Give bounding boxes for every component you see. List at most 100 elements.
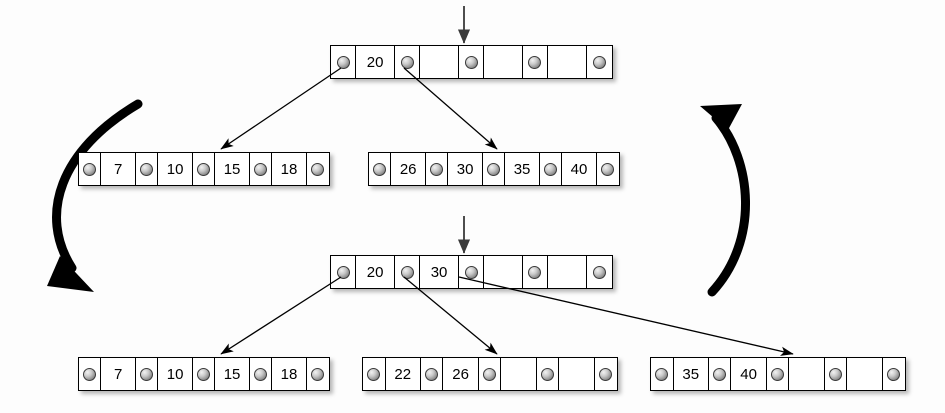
pointer-cell[interactable] <box>536 358 560 390</box>
pointer-cell[interactable] <box>458 256 485 288</box>
pointer-cell[interactable] <box>79 358 102 390</box>
key-cell[interactable]: 30 <box>420 256 459 288</box>
pointer-cell[interactable] <box>331 256 357 288</box>
pointer-dot-icon <box>487 162 501 176</box>
pointer-cell[interactable] <box>522 256 549 288</box>
flow-curve-left <box>47 99 143 292</box>
key-cell[interactable]: 18 <box>272 358 307 390</box>
pointer-cell[interactable] <box>135 153 159 185</box>
pointer-cell[interactable] <box>369 153 392 185</box>
pointer-cell[interactable] <box>824 358 848 390</box>
pointer-cell[interactable] <box>708 358 732 390</box>
key-cell[interactable]: 15 <box>215 153 250 185</box>
pointer-cell[interactable] <box>249 358 273 390</box>
key-cell[interactable]: 20 <box>356 46 395 78</box>
key-cell[interactable]: 10 <box>158 153 193 185</box>
root-node-before[interactable]: 20 <box>330 45 613 79</box>
key-cell[interactable] <box>484 256 523 288</box>
key-cell[interactable]: 35 <box>673 358 709 390</box>
pointer-dot-icon <box>430 162 444 176</box>
pointer-cell[interactable] <box>478 358 502 390</box>
key-cell[interactable]: 30 <box>448 153 483 185</box>
pointer-cell[interactable] <box>651 358 674 390</box>
key-cell[interactable] <box>559 358 595 390</box>
pointer-cell[interactable] <box>586 256 612 288</box>
pointer-cell[interactable] <box>306 358 329 390</box>
pointer-cell[interactable] <box>79 153 102 185</box>
pointer-dot-icon <box>771 367 785 381</box>
leaf-node-before-left[interactable]: 7 10 15 18 <box>78 152 330 186</box>
pointer-cell[interactable] <box>394 256 421 288</box>
child-arrow-before-1 <box>220 67 342 150</box>
pointer-dot-icon <box>197 367 211 381</box>
pointer-dot-icon <box>311 162 325 176</box>
key-cell[interactable] <box>847 358 883 390</box>
pointer-dot-icon <box>601 162 615 176</box>
key-cell[interactable] <box>548 46 587 78</box>
pointer-cell[interactable] <box>458 46 485 78</box>
pointer-dot-icon <box>253 367 267 381</box>
key-cell[interactable]: 26 <box>391 153 426 185</box>
pointer-cell[interactable] <box>425 153 449 185</box>
pointer-dot-icon <box>543 162 557 176</box>
key-cell[interactable]: 10 <box>158 358 193 390</box>
key-cell[interactable]: 20 <box>356 256 395 288</box>
pointer-cell[interactable] <box>482 153 506 185</box>
key-cell[interactable]: 18 <box>272 153 307 185</box>
leaf-node-after-left[interactable]: 7 10 15 18 <box>78 357 330 391</box>
leaf-node-after-right[interactable]: 35 40 <box>650 357 906 391</box>
pointer-dot-icon <box>367 367 381 381</box>
leaf-node-before-right[interactable]: 26 30 35 40 <box>368 152 620 186</box>
pointer-dot-icon <box>887 367 901 381</box>
pointer-cell[interactable] <box>363 358 386 390</box>
pointer-cell[interactable] <box>882 358 905 390</box>
pointer-cell[interactable] <box>420 358 444 390</box>
pointer-dot-icon <box>464 265 478 279</box>
key-cell[interactable] <box>501 358 537 390</box>
pointer-dot-icon <box>83 367 97 381</box>
pointer-dot-icon <box>140 162 154 176</box>
pointer-dot-icon <box>599 367 613 381</box>
pointer-dot-icon <box>140 367 154 381</box>
pointer-dot-icon <box>464 55 478 69</box>
key-cell[interactable]: 15 <box>215 358 250 390</box>
pointer-dot-icon <box>713 367 727 381</box>
pointer-cell[interactable] <box>135 358 159 390</box>
key-cell[interactable]: 40 <box>731 358 767 390</box>
key-cell[interactable]: 7 <box>101 153 136 185</box>
pointer-dot-icon <box>483 367 497 381</box>
pointer-dot-icon <box>828 367 842 381</box>
pointer-cell[interactable] <box>522 46 549 78</box>
pointer-cell[interactable] <box>192 153 216 185</box>
pointer-cell[interactable] <box>394 46 421 78</box>
key-cell[interactable] <box>789 358 825 390</box>
pointer-cell[interactable] <box>306 153 329 185</box>
pointer-cell[interactable] <box>586 46 612 78</box>
key-cell[interactable]: 26 <box>443 358 479 390</box>
pointer-cell[interactable] <box>766 358 790 390</box>
pointer-cell[interactable] <box>249 153 273 185</box>
key-cell[interactable] <box>548 256 587 288</box>
pointer-dot-icon <box>83 162 97 176</box>
pointer-cell[interactable] <box>539 153 563 185</box>
pointer-cell[interactable] <box>594 358 617 390</box>
pointer-cell[interactable] <box>192 358 216 390</box>
key-cell[interactable] <box>484 46 523 78</box>
key-cell[interactable]: 22 <box>385 358 421 390</box>
key-cell[interactable] <box>420 46 459 78</box>
key-cell[interactable]: 35 <box>505 153 540 185</box>
pointer-dot-icon <box>540 367 554 381</box>
child-arrow-before-2 <box>403 67 498 150</box>
child-arrow-after-1 <box>220 276 342 355</box>
pointer-dot-icon <box>528 55 542 69</box>
key-cell[interactable]: 40 <box>562 153 597 185</box>
key-cell[interactable]: 7 <box>101 358 136 390</box>
pointer-dot-icon <box>400 55 414 69</box>
pointer-cell[interactable] <box>596 153 619 185</box>
leaf-node-after-middle[interactable]: 22 26 <box>362 357 618 391</box>
pointer-cell[interactable] <box>331 46 357 78</box>
pointer-dot-icon <box>336 265 350 279</box>
pointer-dot-icon <box>592 265 606 279</box>
pointer-dot-icon <box>592 55 606 69</box>
root-node-after[interactable]: 20 30 <box>330 255 613 289</box>
